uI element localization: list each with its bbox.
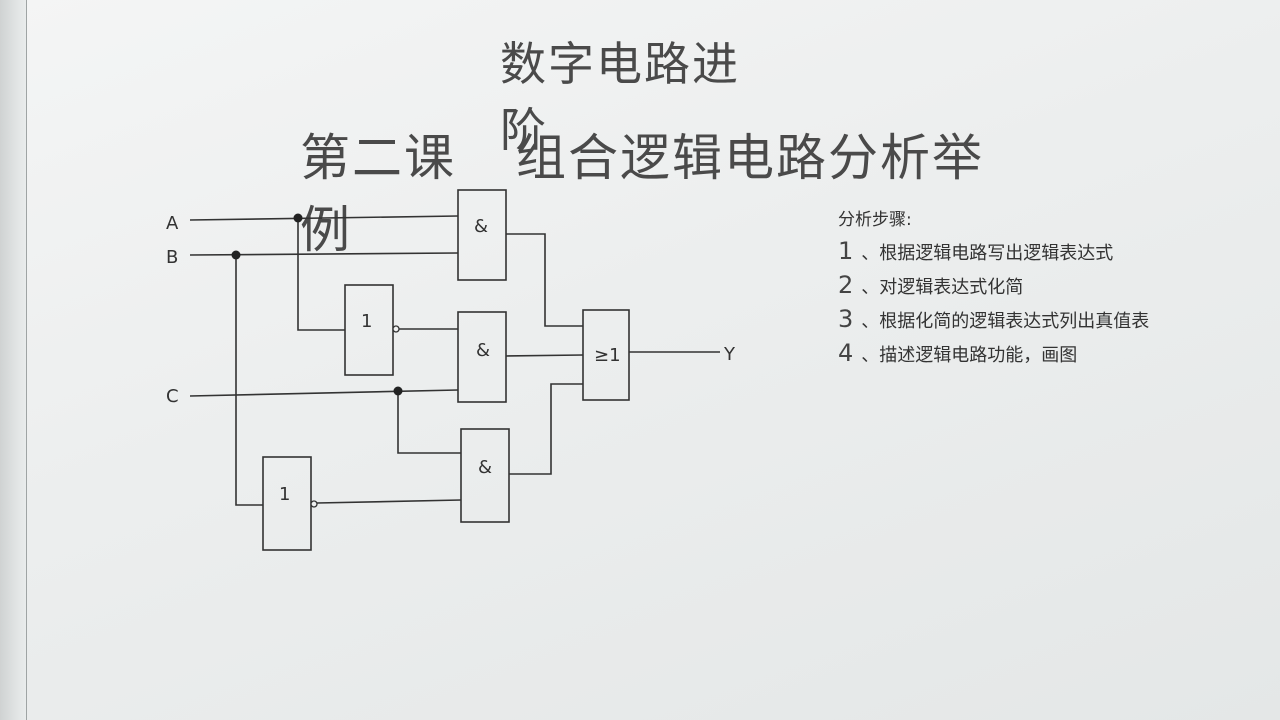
and-gate-bottom (460, 428, 510, 523)
paper-border-line (26, 0, 27, 720)
step-2-text: 、对逻辑表达式化简 (861, 277, 1024, 298)
wire-a (189, 215, 459, 221)
steps-heading: 分析步骤: (838, 210, 912, 230)
step-3: 3 、根据化简的逻辑表达式列出真值表 (838, 302, 1149, 336)
wire-and-mid-to-or (505, 354, 584, 357)
wire-and-bottom-to-or (509, 383, 583, 475)
not-gate-upper-bubble (392, 325, 400, 333)
step-1-number: 1 (838, 237, 854, 265)
step-4-text: 、描述逻辑电路功能，画图 (861, 345, 1078, 366)
step-2-number: 2 (838, 271, 854, 299)
junction-c (393, 386, 403, 396)
wire-c-to-and (397, 391, 461, 454)
step-4-number: 4 (838, 339, 854, 367)
and-gate-bottom-symbol: & (478, 457, 492, 478)
input-label-c: C (166, 386, 179, 407)
wire-not-to-and-bottom (316, 499, 462, 504)
wire-a-to-not (297, 218, 345, 331)
junction-a (293, 213, 303, 223)
not-gate-upper-symbol: 1 (361, 311, 372, 332)
and-gate-top-symbol: & (474, 216, 488, 237)
step-4: 4 、描述逻辑电路功能，画图 (838, 336, 1149, 370)
or-gate-symbol: ≥1 (594, 345, 621, 366)
not-gate-lower-symbol: 1 (279, 484, 290, 505)
step-3-text: 、根据化简的逻辑表达式列出真值表 (861, 311, 1150, 332)
junction-b (231, 250, 241, 260)
page-title: 数字电路进阶 (500, 37, 740, 157)
and-gate-middle (457, 311, 507, 403)
wire-c (189, 389, 459, 397)
input-label-b: B (166, 247, 178, 268)
wire-and-top-to-or (506, 233, 583, 327)
step-3-number: 3 (838, 305, 854, 333)
step-1: 1 、根据逻辑电路写出逻辑表达式 (838, 234, 1149, 268)
step-1-text: 、根据逻辑电路写出逻辑表达式 (861, 243, 1114, 264)
and-gate-top (457, 189, 507, 281)
input-label-a: A (166, 213, 179, 234)
page-subtitle: 第二课组合逻辑电路分析举例 (300, 118, 1000, 262)
output-label-y: Y (723, 344, 736, 365)
not-gate-lower-bubble (310, 500, 318, 508)
and-gate-middle-symbol: & (476, 340, 490, 361)
wire-b-to-not (235, 255, 263, 506)
paper-edge (0, 0, 26, 720)
lesson-topic: 组合逻辑电路分析举例 (300, 129, 984, 259)
step-2: 2 、对逻辑表达式化简 (838, 268, 1149, 302)
lesson-number: 第二课 (300, 129, 456, 187)
wire-b (189, 252, 459, 256)
analysis-steps: 分析步骤: 1 、根据逻辑电路写出逻辑表达式 2 、对逻辑表达式化简 3 、根据化简的… (838, 205, 1149, 370)
